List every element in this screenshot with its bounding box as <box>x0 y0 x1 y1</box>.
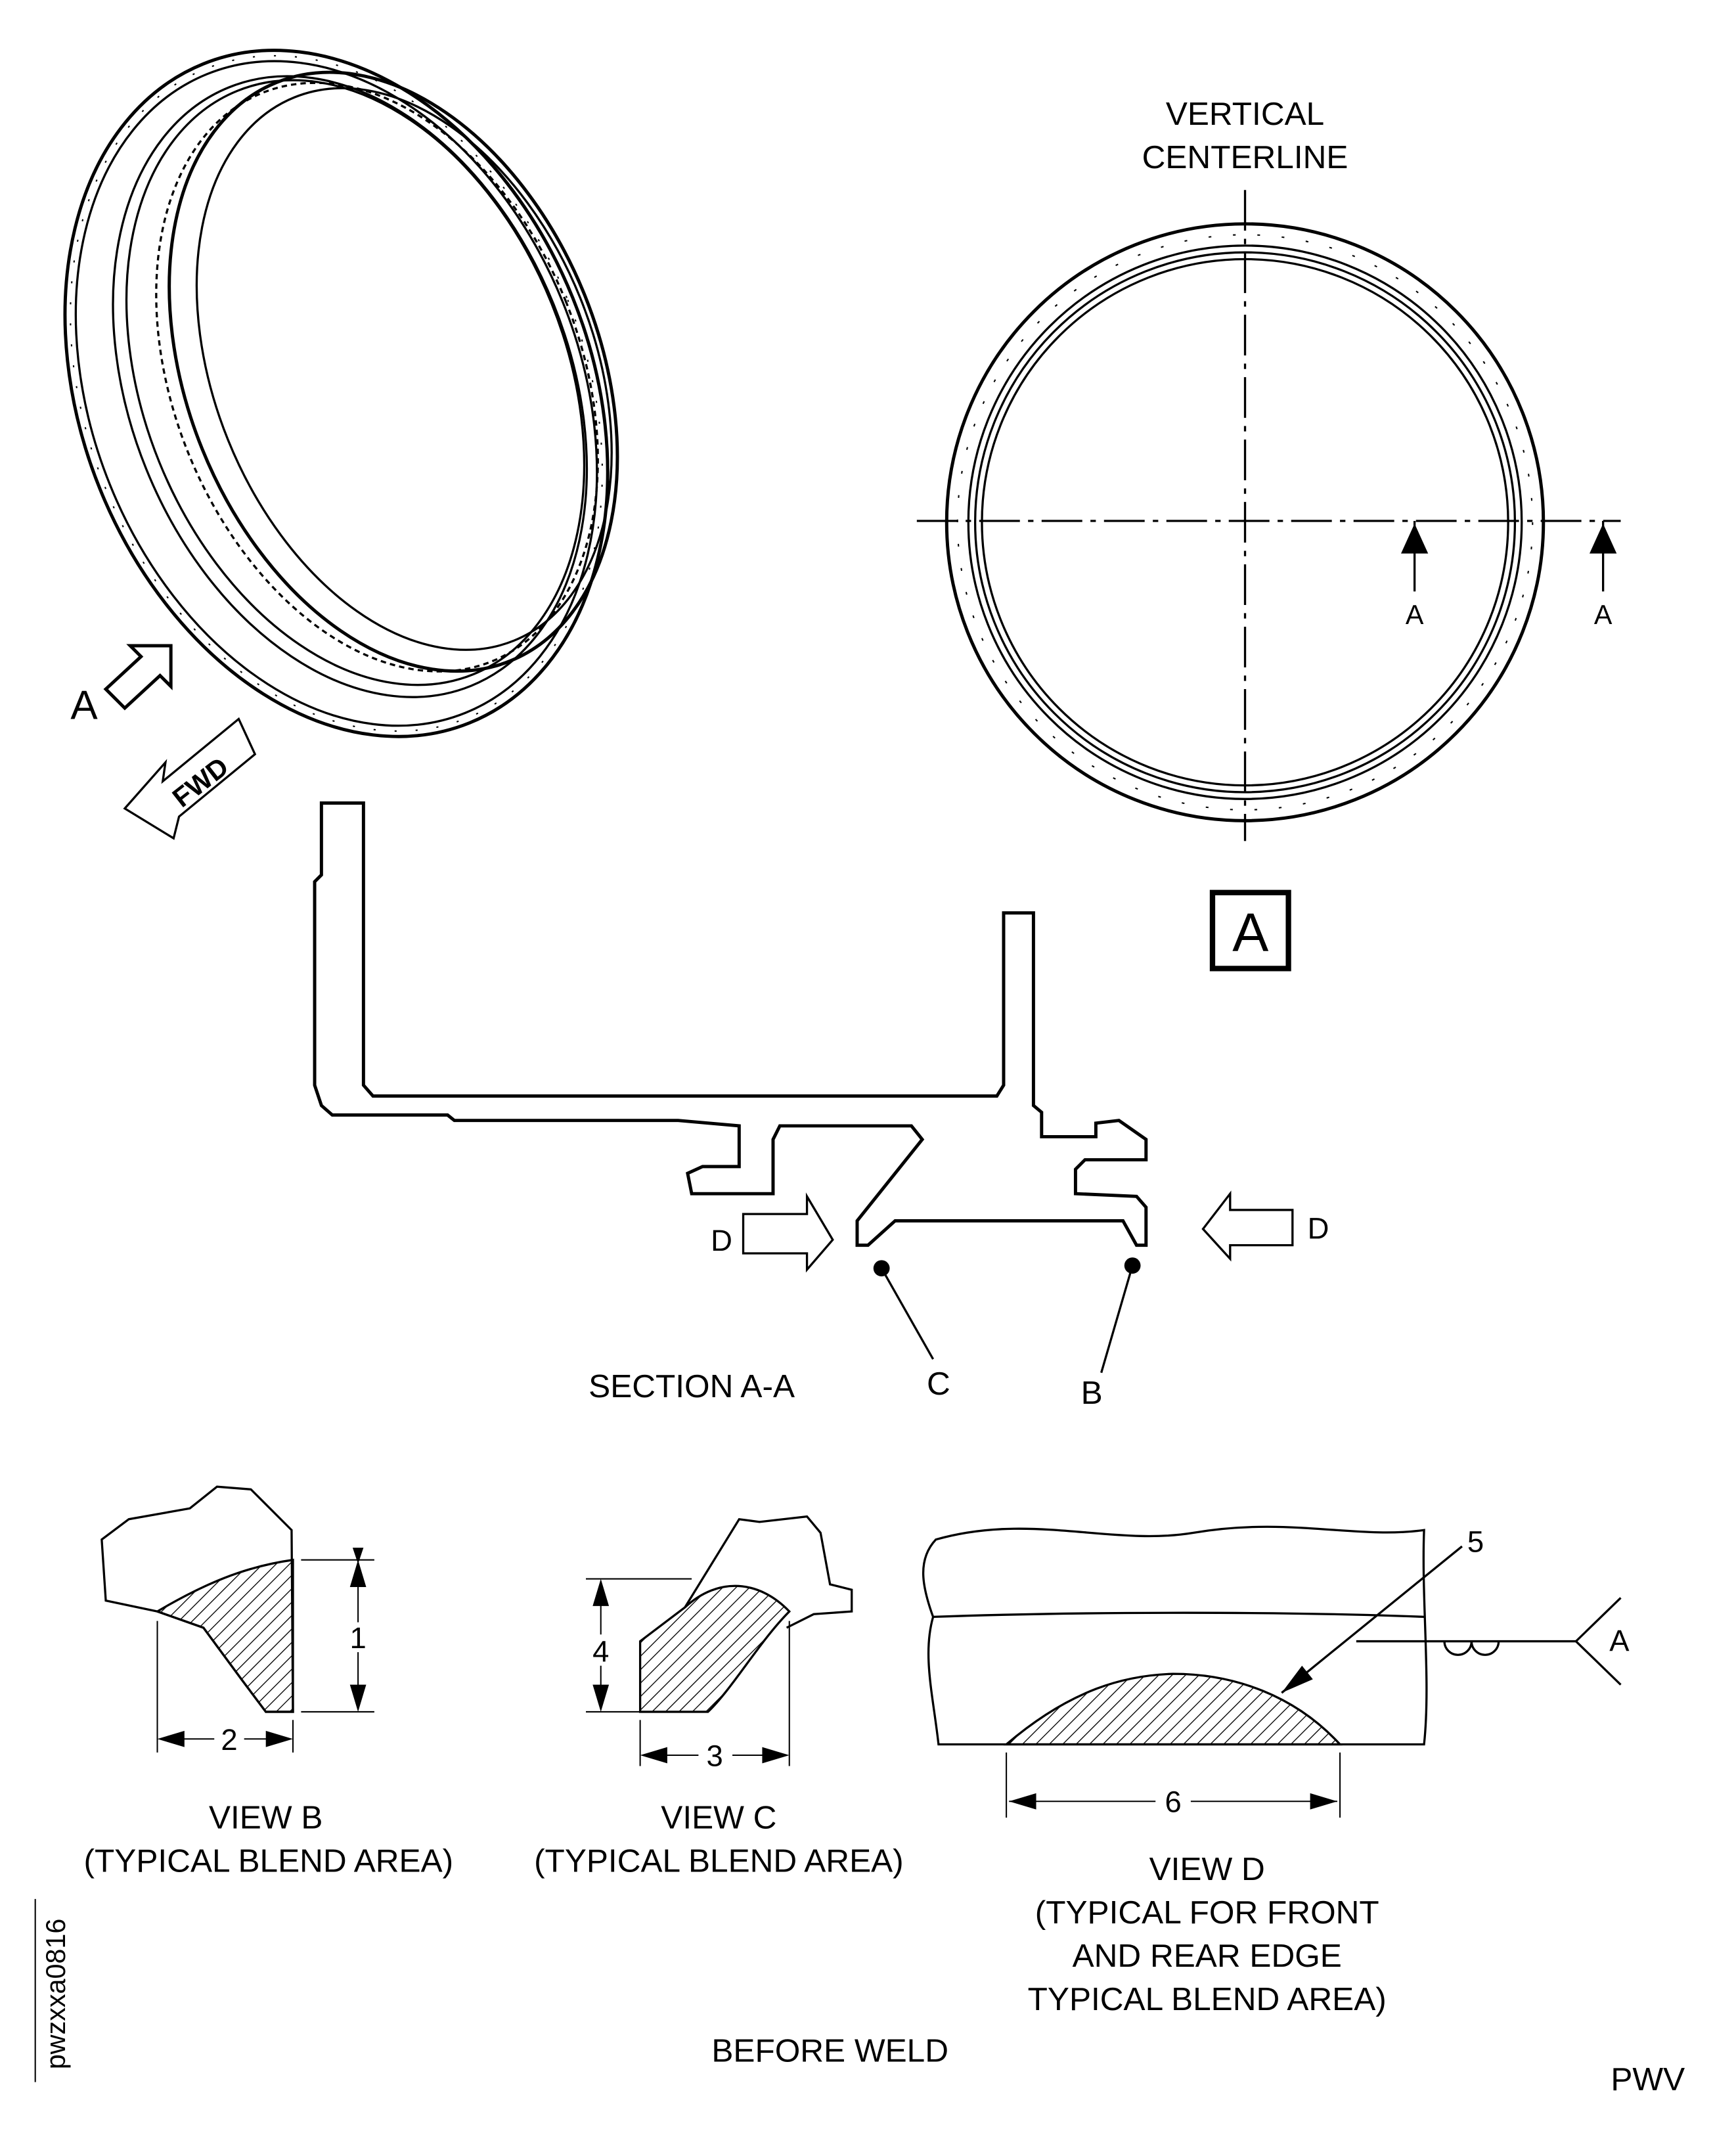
section-a-a: D D C B SECTION A-A <box>313 801 1329 1411</box>
fwd-label: FWD <box>167 751 234 813</box>
dim-4: 4 <box>592 1635 609 1668</box>
view-d-subtitle-2: AND REAR EDGE <box>1073 1937 1342 1974</box>
view-a-direction-arrow: A <box>70 644 173 728</box>
dim-3: 3 <box>707 1739 723 1773</box>
view-b-title: VIEW B <box>209 1799 323 1836</box>
c-label: C <box>927 1365 950 1402</box>
view-c-title: VIEW C <box>661 1799 776 1836</box>
dim-5: 5 <box>1467 1525 1484 1558</box>
view-d-subtitle-1: (TYPICAL FOR FRONT <box>1035 1894 1379 1931</box>
drawing-code: PWV <box>1611 2061 1685 2097</box>
arrow-label: A <box>70 683 98 728</box>
view-c: 4 3 VIEW C (TYPICAL BLEND AREA) <box>534 1515 904 1879</box>
before-weld-note: BEFORE WELD <box>711 2032 948 2069</box>
section-arrow-label-right: A <box>1594 600 1613 630</box>
view-c-subtitle: (TYPICAL BLEND AREA) <box>534 1843 904 1879</box>
view-a-circle: VERTICAL CENTERLINE A A A <box>916 95 1621 972</box>
centerline-label-1: VERTICAL <box>1166 95 1324 132</box>
section-arrow-label-left: A <box>1406 600 1424 630</box>
section-title: SECTION A-A <box>589 1368 795 1404</box>
d-label-right: D <box>1308 1211 1329 1245</box>
isometric-ring <box>63 49 619 738</box>
view-d-subtitle-3: TYPICAL BLEND AREA) <box>1028 1981 1387 2017</box>
view-b: 1 2 VIEW B (TYPICAL BLEND AREA) <box>84 1485 454 1879</box>
figure-id: pwzxxa0816 <box>41 1919 71 2070</box>
view-d-title: VIEW D <box>1149 1850 1265 1887</box>
dim-1: 1 <box>349 1621 366 1655</box>
b-label: B <box>1081 1374 1103 1411</box>
view-d: 5 A 6 VIEW D (TYPICAL FOR FRONT AND REAR… <box>922 1525 1630 2017</box>
view-b-subtitle: (TYPICAL BLEND AREA) <box>84 1843 454 1879</box>
view-a-label: A <box>1232 902 1268 963</box>
centerline-label-2: CENTERLINE <box>1142 139 1348 175</box>
dim-6: 6 <box>1165 1785 1181 1819</box>
d-label-left: D <box>711 1224 732 1257</box>
weld-ref-label: A <box>1609 1624 1630 1657</box>
fwd-arrow: FWD <box>123 717 257 840</box>
dim-2: 2 <box>221 1723 237 1757</box>
